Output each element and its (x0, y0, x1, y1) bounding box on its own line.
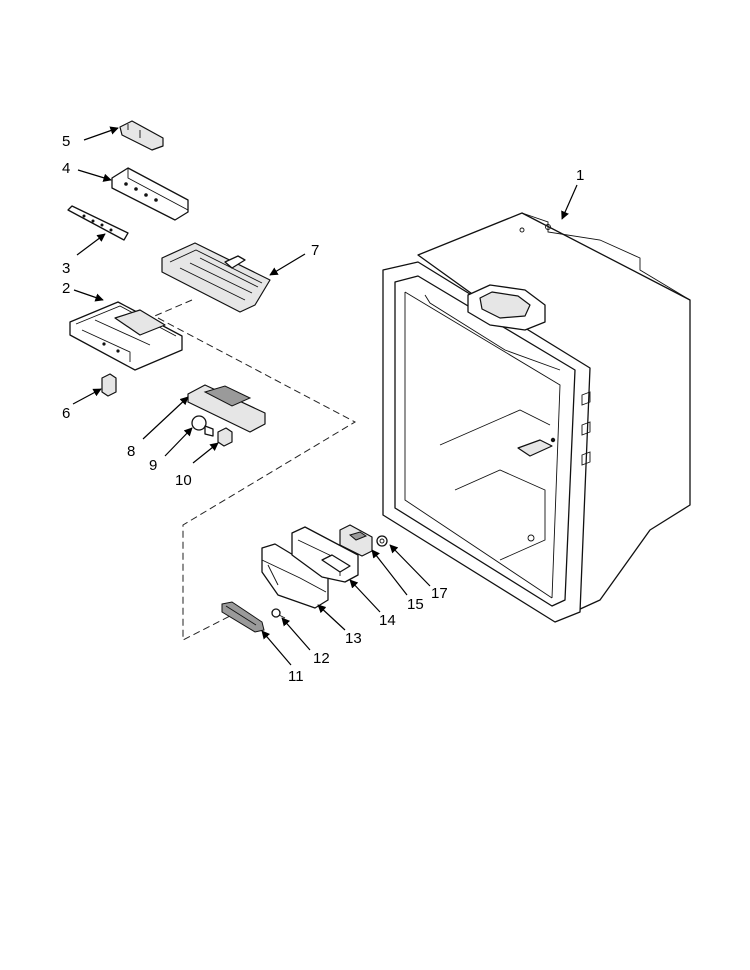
callout-14: 14 (379, 612, 396, 629)
part-11-trim (221, 601, 265, 633)
part-3-overlay-panel (67, 205, 129, 241)
assembly-dashed-lines (149, 299, 357, 641)
callout-13: 13 (345, 630, 362, 647)
callout-10: 10 (175, 472, 192, 489)
callout-labels: 1 2 3 4 5 6 7 8 9 10 11 12 13 14 15 17 (62, 133, 584, 685)
part-17-washer (376, 535, 388, 547)
part-2-control-box (69, 301, 183, 371)
part-6-clip (101, 373, 117, 397)
part-10-socket (217, 427, 233, 447)
part-1-refrigerator-liner (382, 212, 691, 623)
callout-15: 15 (407, 596, 424, 613)
part-8-light-housing (187, 384, 266, 433)
callout-3: 3 (62, 260, 70, 277)
callout-7: 7 (311, 242, 319, 259)
part-5-bracket (119, 120, 164, 151)
leader-arrows (72, 126, 578, 666)
part-9-bulb (191, 415, 214, 437)
part-7-light-shield (161, 242, 271, 313)
part-12-screw (271, 608, 286, 619)
callout-5: 5 (62, 133, 70, 150)
part-13-housing (261, 543, 329, 609)
callout-4: 4 (62, 160, 70, 177)
callout-2: 2 (62, 280, 70, 297)
callout-11: 11 (288, 668, 304, 685)
callout-17: 17 (431, 585, 448, 602)
part-4-control-housing (111, 167, 189, 221)
callout-9: 9 (149, 457, 157, 474)
callout-8: 8 (127, 443, 135, 460)
part-14-module (291, 526, 359, 583)
callout-6: 6 (62, 405, 70, 422)
callout-12: 12 (313, 650, 330, 667)
callout-1: 1 (576, 167, 584, 184)
